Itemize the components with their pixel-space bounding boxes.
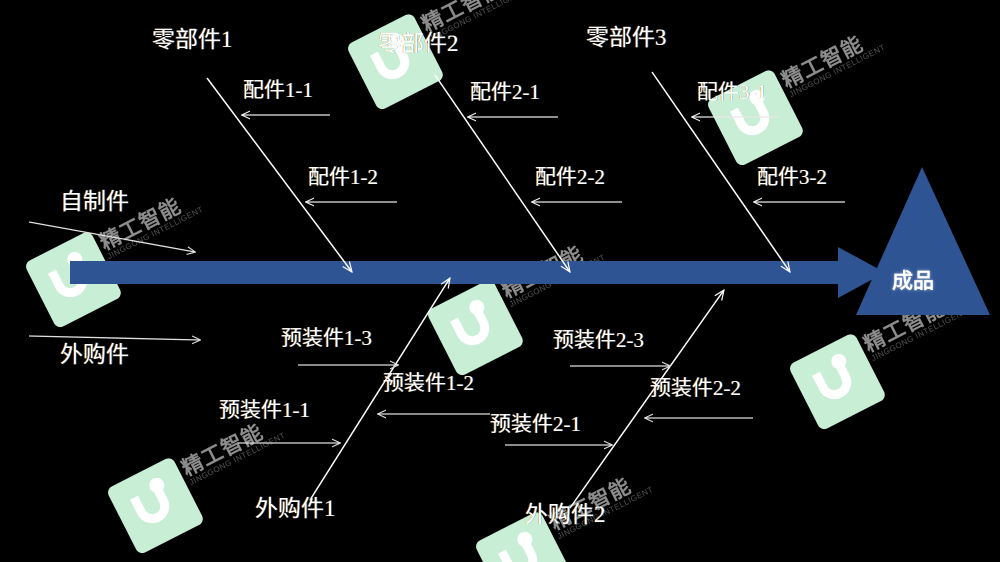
bottom-branch-label-1: 外购件1 xyxy=(255,496,336,521)
top-branch-label-1: 零部件1 xyxy=(152,27,233,52)
side-input-line-top-left xyxy=(28,221,195,252)
bottom-branch-1-sub-label-1: 预装件1-1 xyxy=(219,398,310,422)
top-branch-3-sub-label-1: 配件3-1 xyxy=(697,80,767,104)
finished-product-head xyxy=(856,167,990,315)
side-input-label-top-left: 自制件 xyxy=(60,189,129,214)
bottom-branch-2-sub-label-2: 预装件2-2 xyxy=(650,376,741,400)
top-branch-line-2 xyxy=(434,74,570,272)
bottom-branch-label-2: 外购件2 xyxy=(525,502,606,527)
bottom-branch-2-sub-label-3: 预装件2-3 xyxy=(553,328,644,352)
finished-product-label: 成品 xyxy=(892,270,934,293)
bottom-branch-2-sub-label-1: 预装件2-1 xyxy=(490,412,581,436)
top-branch-line-1 xyxy=(206,77,352,272)
bottom-branch-1-sub-label-3: 预装件1-3 xyxy=(281,326,372,350)
bottom-branch-line-1 xyxy=(309,278,450,501)
top-branch-3-sub-label-2: 配件3-2 xyxy=(757,165,827,189)
top-branch-2-sub-label-2: 配件2-2 xyxy=(535,165,605,189)
top-branch-label-2: 零部件2 xyxy=(378,31,459,56)
side-input-line-bottom-left xyxy=(28,335,200,340)
bottom-branch-line-2 xyxy=(569,290,724,509)
top-branch-line-3 xyxy=(651,71,790,272)
bottom-branch-1-sub-label-2: 预装件1-2 xyxy=(383,371,474,395)
top-branch-2-sub-label-1: 配件2-1 xyxy=(470,80,540,104)
main-spine-arrow xyxy=(70,247,885,298)
top-branch-1-sub-label-2: 配件1-2 xyxy=(308,165,378,189)
side-input-label-bottom-left: 外购件 xyxy=(60,342,129,367)
top-branch-1-sub-label-1: 配件1-1 xyxy=(243,78,313,102)
top-branch-label-3: 零部件3 xyxy=(586,25,667,50)
